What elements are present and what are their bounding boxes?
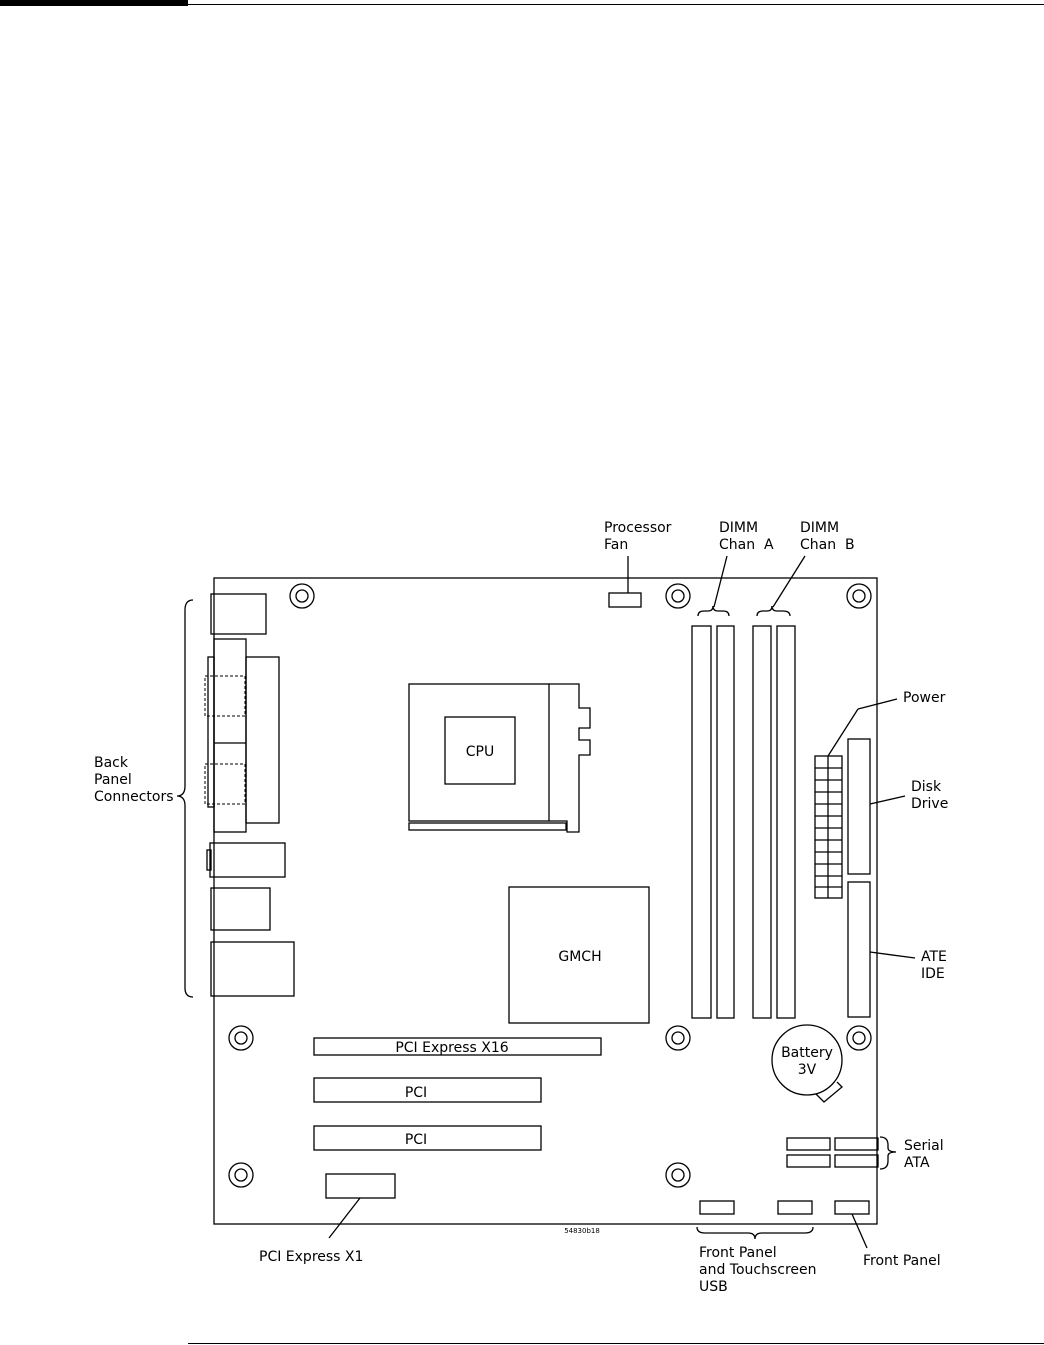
- mounting-hole: [846, 583, 872, 609]
- ata-ide-connector: [847, 881, 871, 1018]
- back-panel-brace: [176, 599, 194, 998]
- pci-express-x1-label: PCI Express X1: [259, 1249, 363, 1265]
- power-connector: [814, 755, 843, 899]
- power-label: Power: [903, 690, 946, 706]
- mounting-hole: [228, 1025, 254, 1051]
- header-rule-thick: [0, 0, 188, 6]
- processor-fan-label: Processor Fan: [604, 520, 676, 553]
- dimm-slots: [691, 625, 796, 1019]
- dimm-chan-b-label: DIMM Chan B: [800, 520, 855, 553]
- pci-slot-2-label: PCI: [405, 1132, 427, 1148]
- front-panel-usb-header-1: [699, 1200, 735, 1215]
- battery-label: Battery: [781, 1045, 833, 1061]
- cpu-label: CPU: [466, 744, 494, 760]
- pci-express-x1-slot: [325, 1173, 396, 1199]
- battery: [771, 1024, 843, 1103]
- pci-slot-1-label: PCI: [405, 1085, 427, 1101]
- pci-slot-2: [313, 1125, 542, 1151]
- back-panel-connectors-label: Back Panel Connectors: [94, 755, 174, 805]
- cpu-socket: [408, 683, 591, 833]
- front-panel-label: Front Panel: [863, 1253, 941, 1269]
- battery-voltage-label: 3V: [798, 1062, 817, 1078]
- header-rule: [188, 4, 1044, 5]
- back-panel-connectors: [204, 593, 295, 997]
- footer-rule: [188, 1343, 1044, 1344]
- front-panel-usb-header-2: [777, 1200, 813, 1215]
- processor-fan-header: [608, 592, 642, 608]
- mounting-hole: [665, 1162, 691, 1188]
- mounting-hole: [228, 1162, 254, 1188]
- pci-express-x16-label: PCI Express X16: [395, 1040, 508, 1056]
- front-panel-usb-label: Front Panel and Touchscreen USB: [699, 1245, 821, 1295]
- pci-slot-1: [313, 1077, 542, 1103]
- mounting-hole: [289, 583, 315, 609]
- disk-drive-label: Disk Drive: [911, 779, 948, 812]
- ata-ide-label: ATE IDE: [921, 949, 951, 982]
- front-panel-header: [834, 1200, 870, 1215]
- dimm-chan-a-label: DIMM Chan A: [719, 520, 774, 553]
- gmch-label: GMCH: [558, 949, 601, 965]
- disk-drive-connector: [847, 738, 871, 875]
- callout-lines: [328, 555, 916, 1249]
- mounting-hole: [665, 583, 691, 609]
- pci-express-x16-slot: [313, 1037, 602, 1056]
- board-outline: [213, 577, 878, 1225]
- figure-id: 54830b18: [564, 1227, 600, 1235]
- mounting-hole: [846, 1025, 872, 1051]
- serial-ata-connectors: [786, 1137, 879, 1168]
- serial-ata-label: Serial ATA: [904, 1138, 948, 1171]
- mounting-holes: [228, 583, 872, 1188]
- mounting-hole: [665, 1025, 691, 1051]
- gmch-chip: [508, 886, 650, 1024]
